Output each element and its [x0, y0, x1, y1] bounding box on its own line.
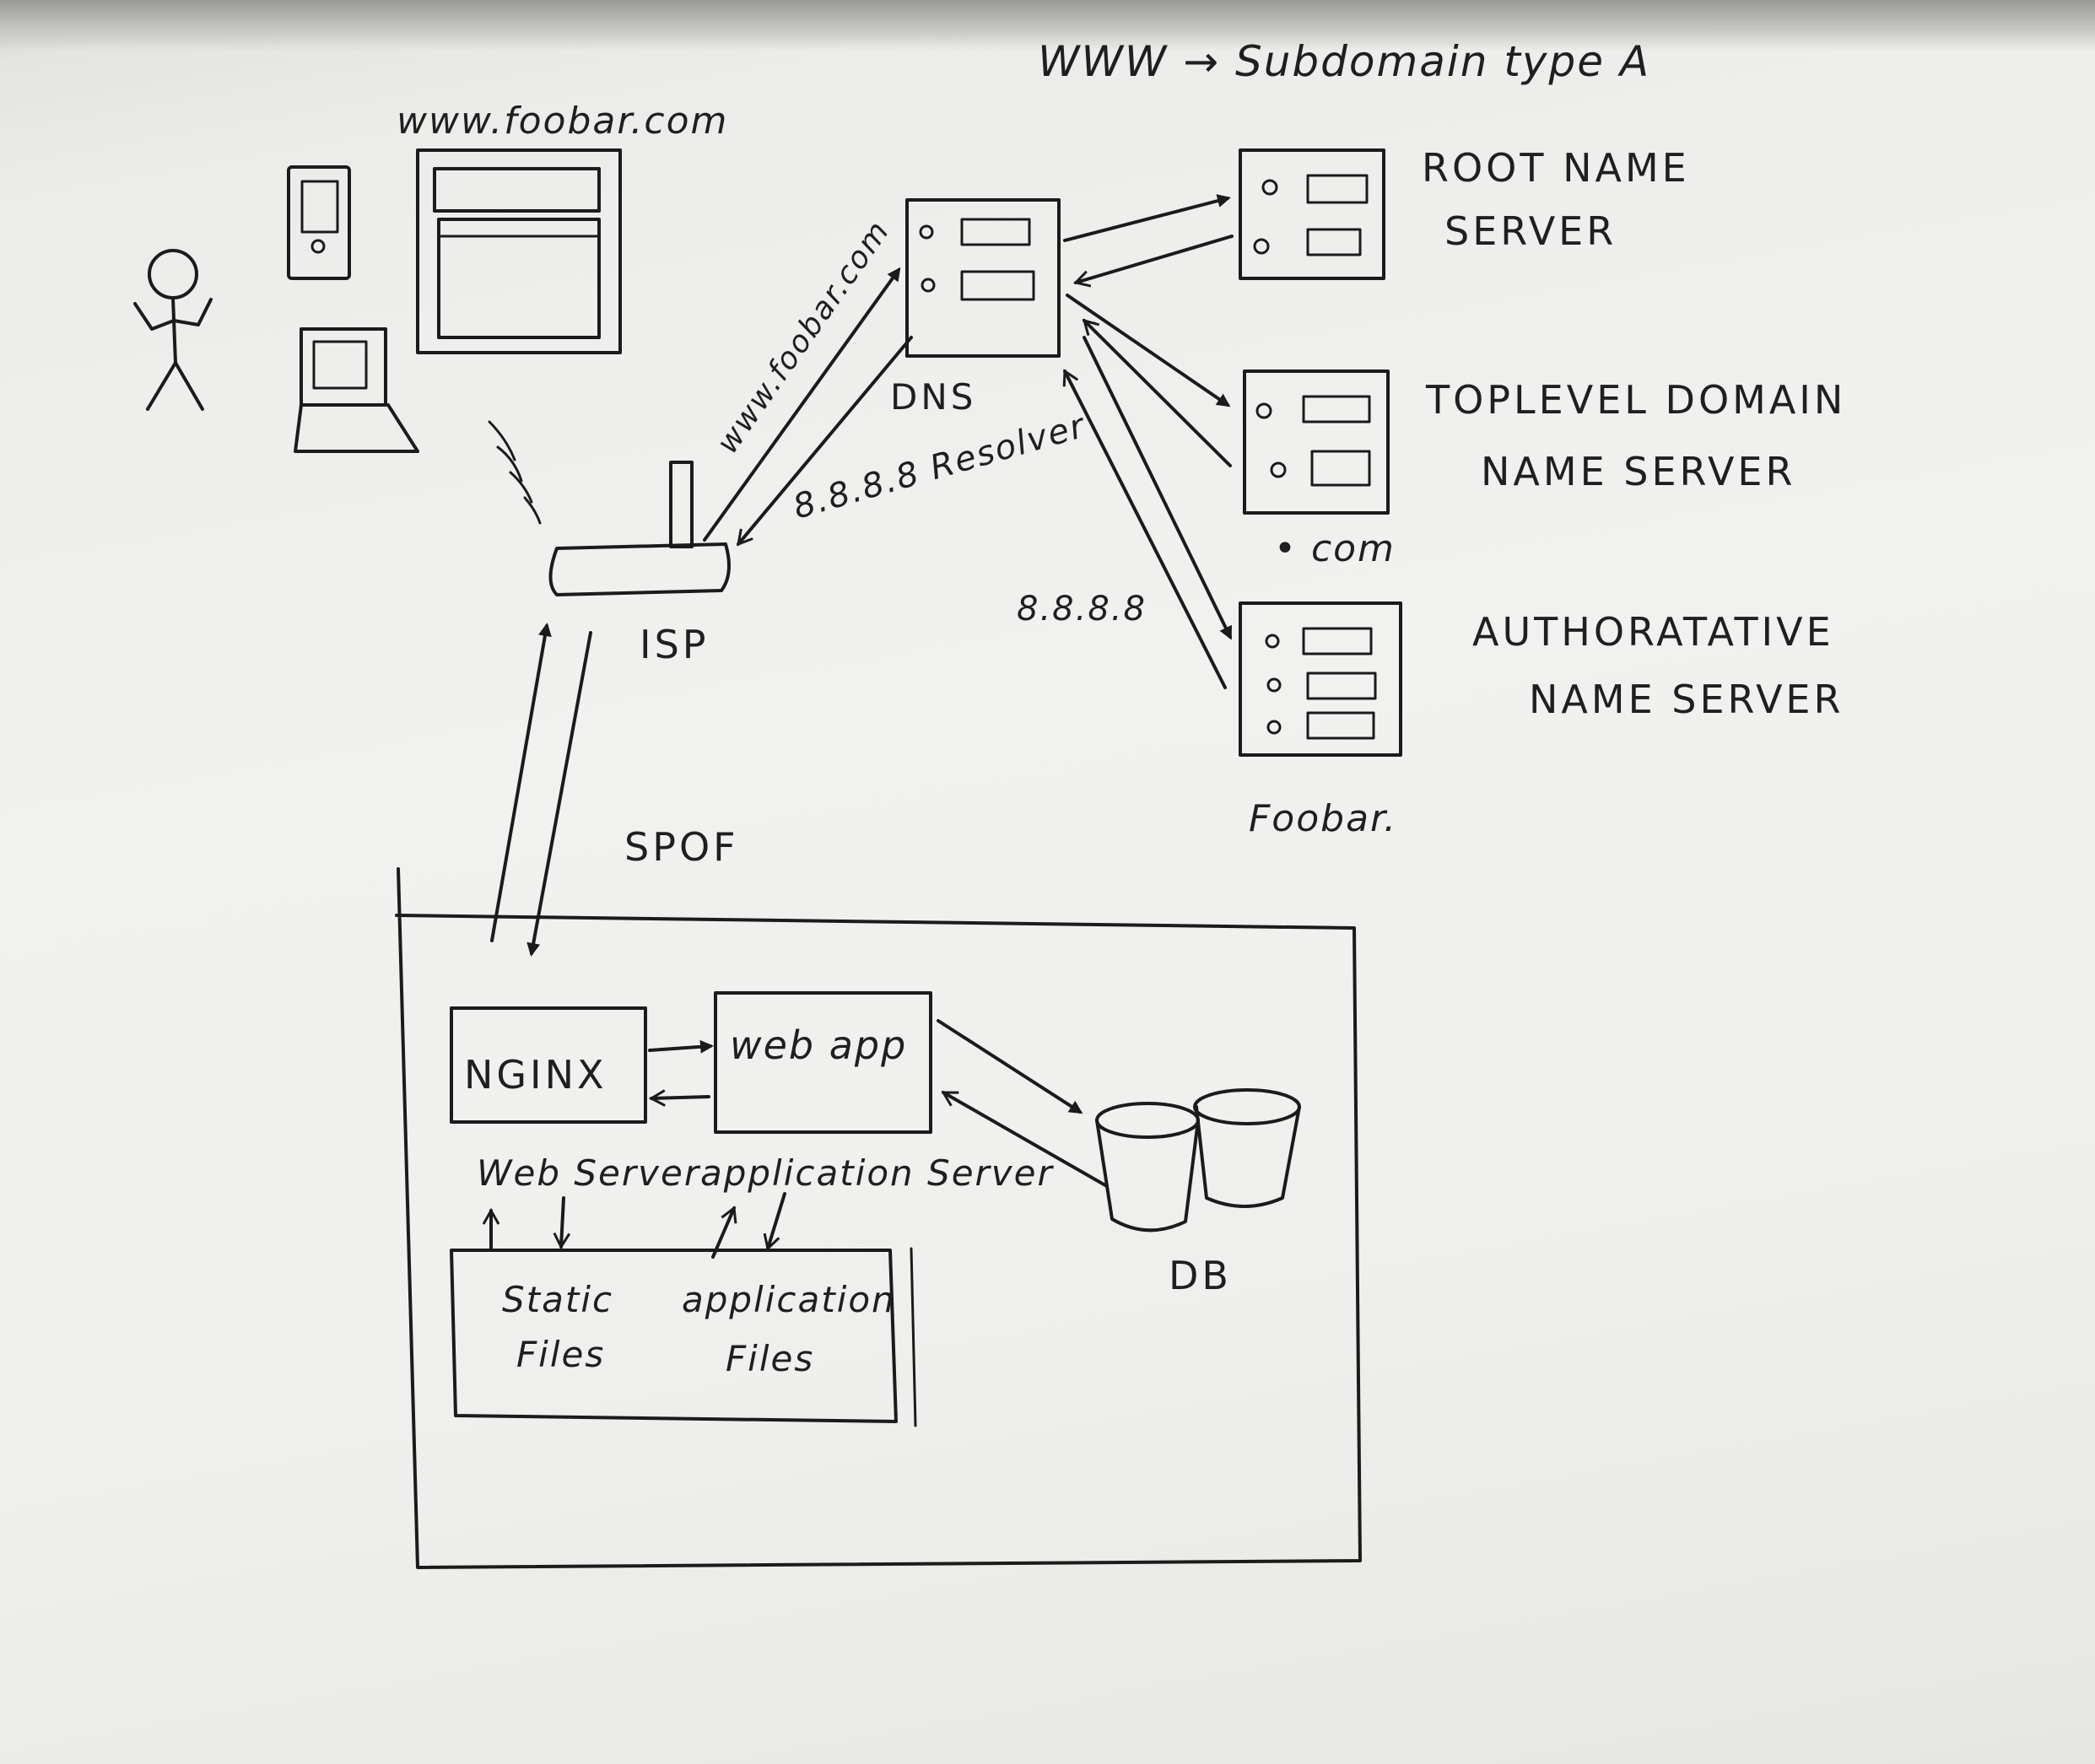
application-files-label-2: Files [726, 1338, 814, 1379]
arrow-down-to-server [526, 631, 592, 957]
auth-foobar-label: Foobar. [1249, 797, 1397, 840]
www-subdomain-label: WWW → Subdomain type A [1038, 37, 1650, 86]
arrow-webapp-to-nginx [648, 1089, 710, 1107]
resolver-ip-label: 8.8.8.8 [1017, 590, 1147, 628]
query-url-label: www.foobar.com [710, 214, 897, 460]
authoritative-name-server [1239, 601, 1402, 757]
dns-resolver-server [905, 198, 1061, 358]
arrow-up-to-isp [490, 623, 552, 942]
laptop-icon [294, 327, 419, 453]
db-label: DB [1169, 1253, 1232, 1298]
application-server-label: application Server [700, 1152, 1054, 1194]
server-box [395, 867, 1362, 1569]
nginx-box [450, 1006, 647, 1124]
arrow-to-root [1063, 194, 1231, 242]
arrow-webapp-to-db [937, 1019, 1083, 1114]
web-app-label: web app [730, 1022, 907, 1068]
arrow-from-authoritative [1062, 369, 1227, 689]
dns-resolver-label: 8.8.8.8 Resolver [789, 407, 1091, 527]
application-files-label-1: application [682, 1279, 896, 1320]
arrow-to-authoritative [1083, 336, 1232, 640]
arrow-db-to-webapp [941, 1091, 1107, 1187]
site-url-label: www.foobar.com [397, 100, 728, 143]
wifi-signal-icon [488, 420, 542, 525]
auth-label-1: AUTHORATATIVE [1472, 609, 1834, 655]
tld-name-server [1243, 370, 1390, 515]
auth-label-2: NAME SERVER [1529, 677, 1844, 722]
arrow-from-tld [1082, 318, 1232, 467]
static-files-label-1: Static [502, 1279, 613, 1320]
arrow-to-tld [1066, 294, 1231, 407]
root-name-server [1239, 148, 1385, 280]
response-arrow-to-isp [737, 336, 913, 547]
query-arrow-to-dns [703, 267, 901, 542]
arrow-from-root [1073, 235, 1234, 288]
arrow-appfiles-down [763, 1192, 786, 1251]
web-app-box [714, 991, 932, 1134]
browser-window-icon: www.foobar.com [397, 100, 728, 354]
root-name-server-label-1: ROOT NAME [1422, 145, 1690, 191]
isp-label: ISP [640, 622, 710, 667]
files-box [450, 1247, 917, 1427]
arrow-nginx-to-webapp [648, 1039, 714, 1054]
phone-icon [287, 165, 351, 280]
tld-com-label: • com [1274, 527, 1396, 570]
paper-top-edge [0, 0, 2095, 51]
static-files-label-2: Files [516, 1334, 605, 1375]
root-name-server-label-2: SERVER [1444, 208, 1617, 254]
tld-label-2: NAME SERVER [1481, 449, 1795, 494]
web-server-label: Web Server [477, 1152, 701, 1194]
nginx-label: NGINX [464, 1052, 607, 1098]
arrow-static-down [553, 1196, 571, 1250]
spof-label: SPOF [624, 824, 739, 870]
database-icon [1095, 1088, 1301, 1233]
isp-router-icon [548, 461, 731, 596]
dns-label: DNS [890, 376, 976, 418]
user-icon [133, 249, 213, 411]
tld-label-1: TOPLEVEL DOMAIN [1425, 377, 1846, 423]
